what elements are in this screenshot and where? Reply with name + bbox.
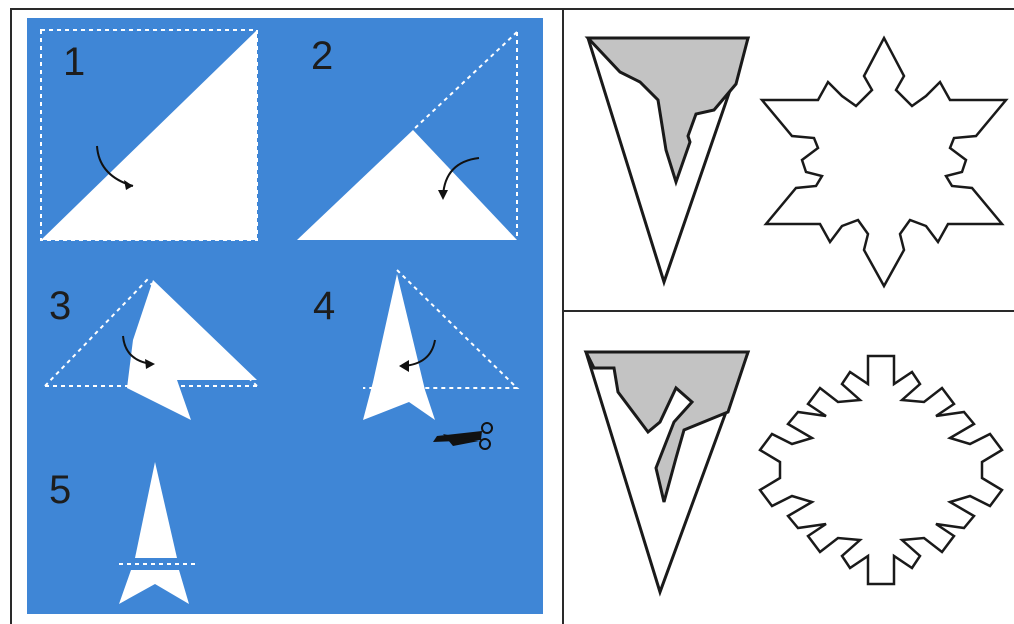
branched-snowflake-shape	[758, 354, 1004, 586]
top-border	[10, 8, 1014, 10]
folding-steps-panel: 1 2 3 4 5	[27, 18, 543, 614]
step-3-number: 3	[49, 284, 72, 328]
right-horizontal-divider	[562, 310, 1014, 312]
bottom-template-cell	[564, 312, 1014, 624]
step-2-number: 2	[311, 34, 334, 78]
top-template-cell	[564, 10, 1014, 310]
step-5-illustration	[119, 462, 195, 604]
step-1-number: 1	[63, 40, 86, 84]
scissors-icon	[433, 422, 493, 450]
center-divider	[562, 8, 564, 624]
step-4-number: 4	[313, 284, 336, 328]
step-1-illustration	[40, 29, 258, 241]
step-2-illustration	[297, 31, 518, 240]
step-4-illustration	[363, 269, 520, 420]
step-5-number: 5	[49, 468, 72, 512]
step-3-illustration	[44, 278, 258, 420]
pointed-snowflake-shape	[759, 35, 1009, 289]
left-border	[10, 8, 12, 624]
branched-cutting-template	[583, 350, 751, 597]
pointed-cutting-template	[584, 36, 751, 287]
